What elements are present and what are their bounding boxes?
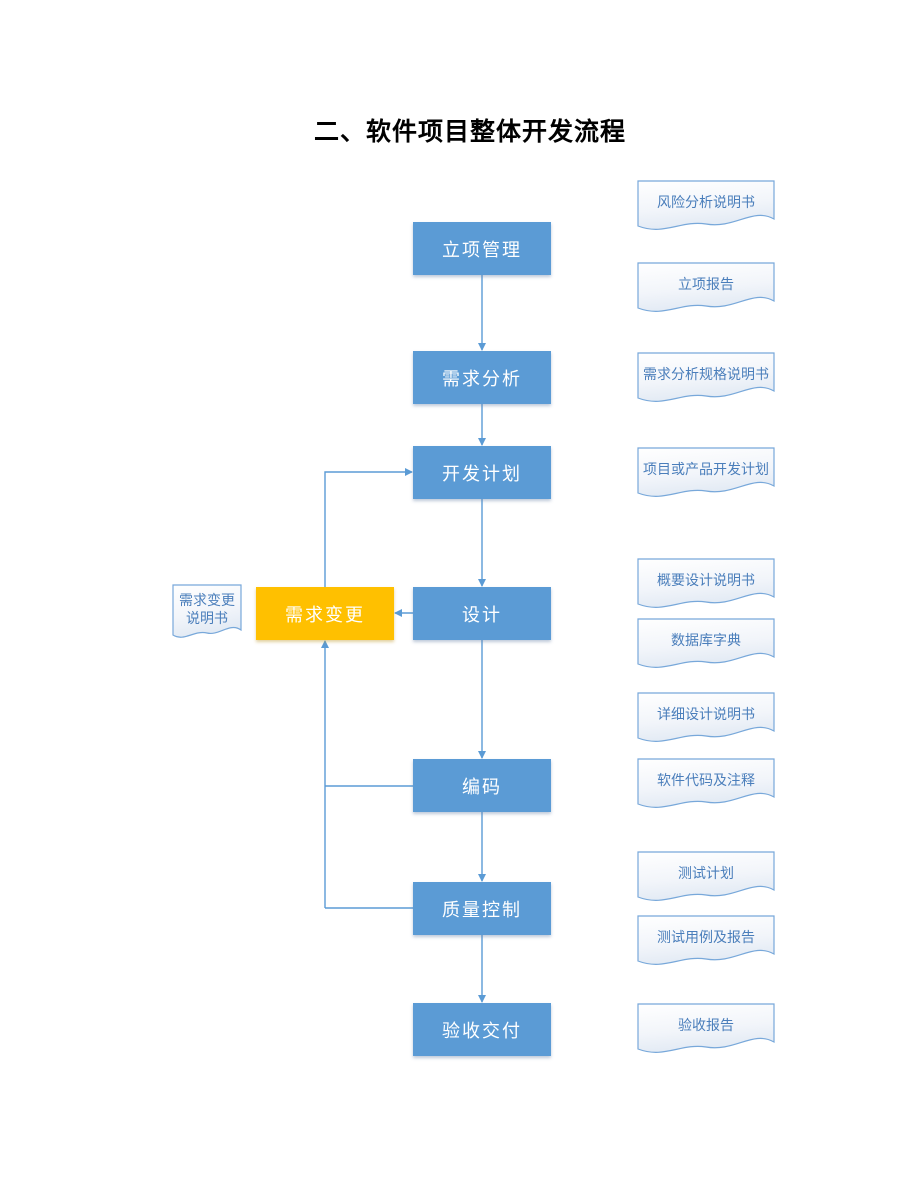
document-shape	[637, 262, 775, 312]
document-detailed-design: 详细设计说明书	[637, 692, 775, 746]
document-label: 软件代码及注释	[657, 771, 755, 788]
process-step-label: 开发计划	[442, 463, 522, 484]
document-label: 验收报告	[678, 1016, 734, 1033]
document-label: 详细设计说明书	[657, 705, 755, 722]
process-step-label: 设计	[462, 604, 502, 625]
document-label: 风险分析说明书	[657, 193, 755, 210]
document-shape	[637, 352, 775, 402]
document-risk-analysis: 风险分析说明书	[637, 180, 775, 234]
document-label: 测试用例及报告	[657, 928, 755, 945]
document-requirement-change-spec: 需求变更 说明书	[172, 584, 242, 645]
document-shape	[637, 1003, 775, 1053]
process-step-label: 编码	[462, 776, 502, 797]
document-label: 需求变更 说明书	[179, 591, 235, 626]
document-acceptance-report: 验收报告	[637, 1003, 775, 1057]
document-label: 测试计划	[678, 864, 734, 881]
process-step-label: 验收交付	[442, 1020, 522, 1041]
process-step-quality-control: 质量控制	[413, 882, 551, 935]
process-step-label: 需求变更	[285, 604, 365, 625]
process-step-design: 设计	[413, 587, 551, 640]
document-label: 立项报告	[678, 275, 734, 292]
process-step-label: 质量控制	[442, 899, 522, 920]
document-shape	[637, 692, 775, 742]
document-initiation-report: 立项报告	[637, 262, 775, 316]
document-shape	[637, 915, 775, 965]
process-step-project-initiation: 立项管理	[413, 222, 551, 275]
document-label: 数据库字典	[671, 631, 741, 648]
document-product-dev-plan: 项目或产品开发计划	[637, 447, 775, 501]
document-shape	[637, 758, 775, 808]
process-step-development-plan: 开发计划	[413, 446, 551, 499]
document-shape	[637, 447, 775, 497]
document-shape	[172, 584, 242, 638]
process-step-label: 需求分析	[442, 368, 522, 389]
arrow-change-to-plan	[324, 468, 413, 587]
process-step-label: 立项管理	[442, 239, 522, 260]
document-outline-design: 概要设计说明书	[637, 558, 775, 612]
process-step-requirement-change: 需求变更	[256, 587, 394, 640]
document-label: 概要设计说明书	[657, 571, 755, 588]
document-test-cases-report: 测试用例及报告	[637, 915, 775, 969]
page-title: 二、软件项目整体开发流程	[313, 118, 626, 146]
document-label: 需求分析规格说明书	[643, 365, 769, 382]
document-requirements-spec: 需求分析规格说明书	[637, 352, 775, 406]
document-database-dictionary: 数据库字典	[637, 618, 775, 672]
document-code-and-comments: 软件代码及注释	[637, 758, 775, 812]
process-step-acceptance-delivery: 验收交付	[413, 1003, 551, 1056]
document-label: 项目或产品开发计划	[643, 460, 769, 477]
document-shape	[637, 558, 775, 608]
document-test-plan: 测试计划	[637, 851, 775, 905]
document-shape	[637, 618, 775, 668]
document-shape	[637, 851, 775, 901]
process-step-requirements-analysis: 需求分析	[413, 351, 551, 404]
process-step-coding: 编码	[413, 759, 551, 812]
document-shape	[637, 180, 775, 230]
